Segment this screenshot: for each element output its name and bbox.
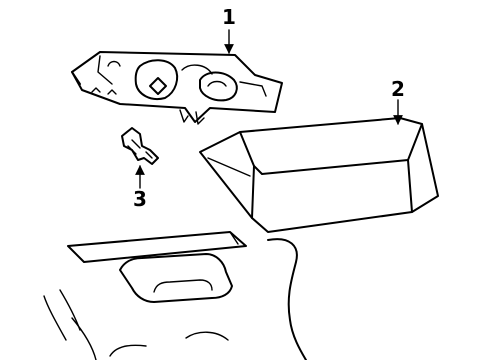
- lamp-housing-part: [71, 51, 283, 125]
- socket-part: [121, 127, 159, 165]
- callout-1: 1: [222, 5, 236, 29]
- callout-2: 2: [391, 77, 405, 101]
- callout-3: 3: [133, 187, 147, 211]
- lamp-lens-part: [199, 117, 439, 233]
- leader-lines: [135, 29, 403, 189]
- trim-panel-background: [43, 231, 307, 360]
